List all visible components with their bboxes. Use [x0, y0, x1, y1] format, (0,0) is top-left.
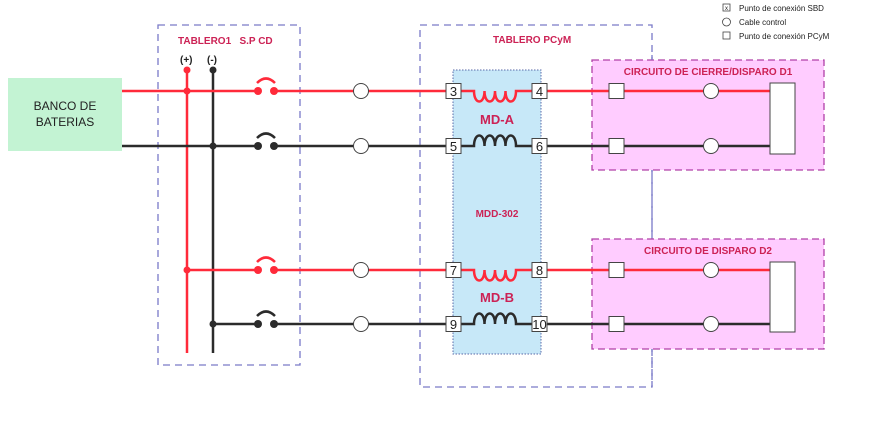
terminal-box: [531, 138, 548, 154]
control-cable-circle-icon: [353, 138, 369, 154]
terminal-box: [531, 262, 548, 278]
breaker-arc-icon: [256, 77, 276, 84]
tablero1-panel: [157, 24, 301, 366]
terminal-number: 7: [450, 263, 457, 278]
x-box-icon: [722, 3, 731, 12]
breaker-contact: [254, 142, 262, 150]
positive-bus-label: (+): [180, 55, 193, 66]
bus-junction-dot: [183, 87, 191, 95]
square-icon: [722, 31, 731, 40]
battery-bank: [8, 78, 122, 151]
coil-icon: [461, 134, 532, 148]
terminal-number: 5: [450, 139, 457, 154]
mdd-302-module: [452, 69, 542, 355]
control-cable-circle-icon: [703, 138, 719, 154]
coil-icon: [461, 312, 532, 326]
control-cable-circle-icon: [353, 83, 369, 99]
bus-junction-dot: [209, 320, 217, 328]
terminal-number: 6: [536, 139, 543, 154]
circle-icon: [722, 17, 731, 27]
control-cable-circle-icon: [353, 316, 369, 332]
pcym-connection-square-icon: [608, 316, 625, 332]
relay-block-d2: [769, 261, 796, 333]
x-mark: x: [725, 6, 728, 12]
tablero1-title: TABLERO1 S.P CD: [178, 36, 273, 47]
terminal-number: 4: [536, 84, 543, 99]
breaker-contact: [254, 87, 262, 95]
terminal-box: [445, 316, 462, 332]
circuit-d2-title: CIRCUITO DE DISPARO D2: [644, 246, 772, 257]
negative-bus-top-dot: [209, 66, 217, 74]
control-cable-circle-icon: [703, 316, 719, 332]
coil-md-b-label: MD-B: [480, 290, 514, 305]
control-cable-circle-icon: [353, 262, 369, 278]
control-cable-circle-icon: [703, 83, 719, 99]
control-cable-circle-icon: [703, 262, 719, 278]
terminal-number: 3: [450, 84, 457, 99]
relay-block-d1: [769, 82, 796, 155]
pcym-connection-square-icon: [608, 138, 625, 154]
tablero-pcym-title: TABLERO PCyM: [493, 35, 571, 46]
breaker-contact: [254, 320, 262, 328]
breaker-arc-icon: [256, 310, 276, 317]
coil-icon: [461, 268, 532, 282]
terminal-box: [445, 83, 462, 99]
pcym-connection-square-icon: [608, 262, 625, 278]
breaker-arc-icon: [256, 256, 276, 263]
coil-md-a-label: MD-A: [480, 112, 515, 127]
terminal-number: 8: [536, 263, 543, 278]
circuit-d1-title: CIRCUITO DE CIERRE/DISPARO D1: [624, 67, 793, 78]
terminal-number: 10: [532, 317, 546, 332]
terminal-box: [531, 316, 548, 332]
legend-item-pcym: Punto de conexión PCyM: [739, 32, 830, 41]
legend-item-sbd: Punto de conexión SBD: [739, 4, 824, 13]
terminal-number: 9: [450, 317, 457, 332]
bus-junction-dot: [183, 266, 191, 274]
mdd-302-label: MDD-302: [476, 209, 519, 220]
terminal-box: [531, 83, 548, 99]
battery-label-line1: BANCO DE: [34, 99, 97, 113]
positive-bus-top-dot: [183, 66, 191, 74]
legend: x Punto de conexión SBD Cable control Pu…: [722, 3, 830, 41]
battery-label-line2: BATERIAS: [36, 115, 94, 129]
bus-junction-dot: [209, 142, 217, 150]
pcym-connection-square-icon: [608, 83, 625, 99]
coil-icon: [461, 89, 532, 103]
breaker-arc-icon: [256, 132, 276, 139]
breaker-contact: [254, 266, 262, 274]
terminal-box: [445, 138, 462, 154]
terminal-box: [445, 262, 462, 278]
negative-bus-label: (-): [207, 55, 217, 66]
legend-item-cable: Cable control: [739, 18, 786, 27]
